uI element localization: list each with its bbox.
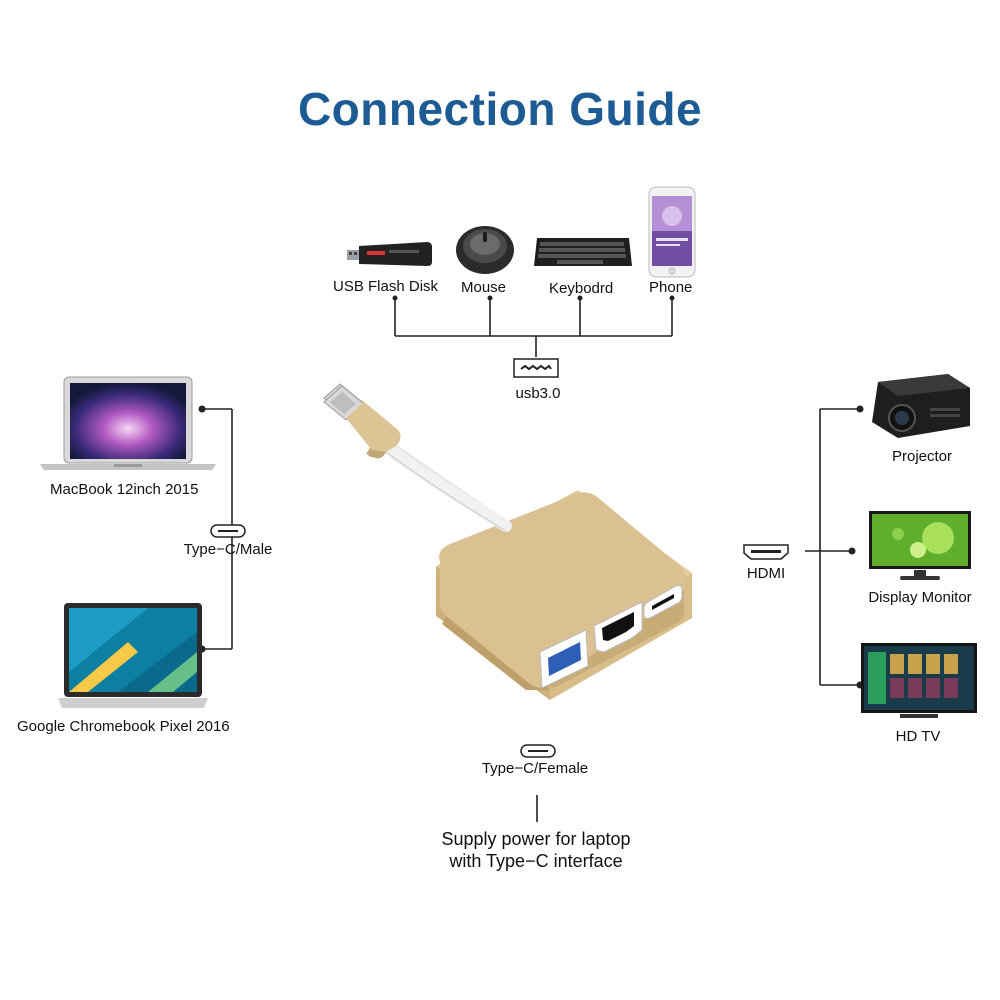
adapter-body — [439, 492, 687, 690]
keyboard-icon — [534, 238, 632, 266]
projector-icon — [872, 374, 970, 438]
macbook-icon — [40, 376, 216, 470]
hdmi-port-icon — [743, 544, 789, 560]
usb-flash-disk-icon — [347, 242, 432, 266]
type-c-plug-icon — [323, 385, 512, 532]
type-c-male-label: Type−C/Male — [183, 541, 273, 558]
chromebook-icon — [58, 603, 208, 708]
keyboard-label: Keybodrd — [549, 280, 614, 297]
mouse-icon — [456, 226, 514, 274]
power-note: Supply power for laptop with Type−C inte… — [441, 828, 630, 872]
monitor-icon — [869, 511, 971, 580]
phone-label: Phone — [649, 279, 693, 296]
power-note-line-2: with Type−C interface — [449, 851, 623, 871]
monitor-label: Display Monitor — [868, 589, 972, 606]
chromebook-label: Google Chromebook Pixel 2016 — [17, 718, 230, 735]
usb-flash-disk-label: USB Flash Disk — [333, 278, 439, 295]
tv-icon — [861, 643, 977, 718]
page-title: Connection Guide — [297, 83, 703, 135]
type-c-female-label: Type−C/Female — [481, 760, 589, 777]
type-c-female-port-icon — [520, 744, 556, 758]
hdmi-label: HDMI — [746, 565, 786, 582]
mouse-label: Mouse — [461, 279, 507, 296]
type-c-male-port-icon — [210, 524, 246, 538]
phone-icon — [648, 186, 696, 278]
tv-label: HD TV — [895, 728, 941, 745]
macbook-label: MacBook 12inch 2015 — [50, 481, 199, 498]
power-note-line-1: Supply power for laptop — [441, 829, 631, 849]
usb-port-label: usb3.0 — [515, 385, 561, 402]
usb-port-icon — [513, 358, 559, 378]
projector-label: Projector — [891, 448, 953, 465]
